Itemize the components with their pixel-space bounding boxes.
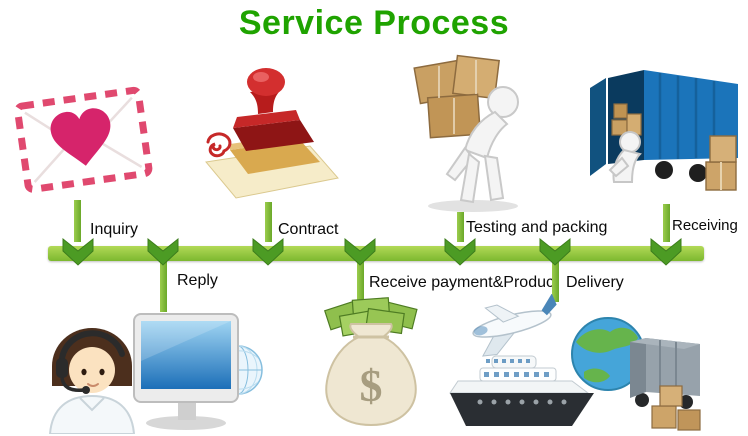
connector-line <box>357 258 364 302</box>
dollar-sign: $ <box>360 360 383 411</box>
arrow-down-icon <box>344 237 376 266</box>
worker-figure <box>608 131 642 183</box>
worker-figure <box>445 86 519 204</box>
global-shipping-icon <box>446 294 710 436</box>
arrow-down-icon <box>539 237 571 266</box>
step-label-testing-packing: Testing and packing <box>466 219 608 236</box>
connector-line <box>663 204 670 242</box>
envelope-heart-icon <box>8 58 156 206</box>
cargo-truck-icon <box>630 338 701 431</box>
monitor-icon <box>133 313 239 430</box>
arrow-down-icon <box>147 237 179 266</box>
arrow-down-icon <box>252 237 284 266</box>
connector-line <box>552 258 559 302</box>
step-label-inquiry: Inquiry <box>90 221 139 238</box>
cruise-ship-icon <box>449 355 594 426</box>
boxes-inside <box>611 103 642 136</box>
support-agent-icon <box>28 296 263 434</box>
rubber-stamp-icon <box>178 50 343 205</box>
stamp-mark <box>206 132 232 158</box>
page-title: Service Process <box>238 4 510 42</box>
step-label-receiving: Receiving <box>672 217 738 234</box>
step-label-reply: Reply <box>177 272 218 289</box>
globe-icon <box>571 317 646 391</box>
step-label-contract: Contract <box>278 221 339 238</box>
arrow-down-icon <box>650 237 682 266</box>
truck-unloading-icon <box>586 58 744 206</box>
connector-line <box>74 200 81 242</box>
airplane-icon <box>472 294 557 357</box>
package-stack <box>651 385 701 431</box>
step-label-delivery: Delivery <box>566 274 624 291</box>
connector-line <box>457 212 464 242</box>
arrow-down-icon <box>444 237 476 266</box>
worker-carrying-boxes-icon <box>403 50 533 215</box>
money-bag-icon: $ <box>297 297 445 435</box>
step-label-receive-payment: Receive payment&Product <box>369 274 559 291</box>
agent-figure <box>48 328 136 434</box>
arrow-down-icon <box>62 237 94 266</box>
connector-line <box>160 258 167 312</box>
connector-line <box>265 202 272 242</box>
